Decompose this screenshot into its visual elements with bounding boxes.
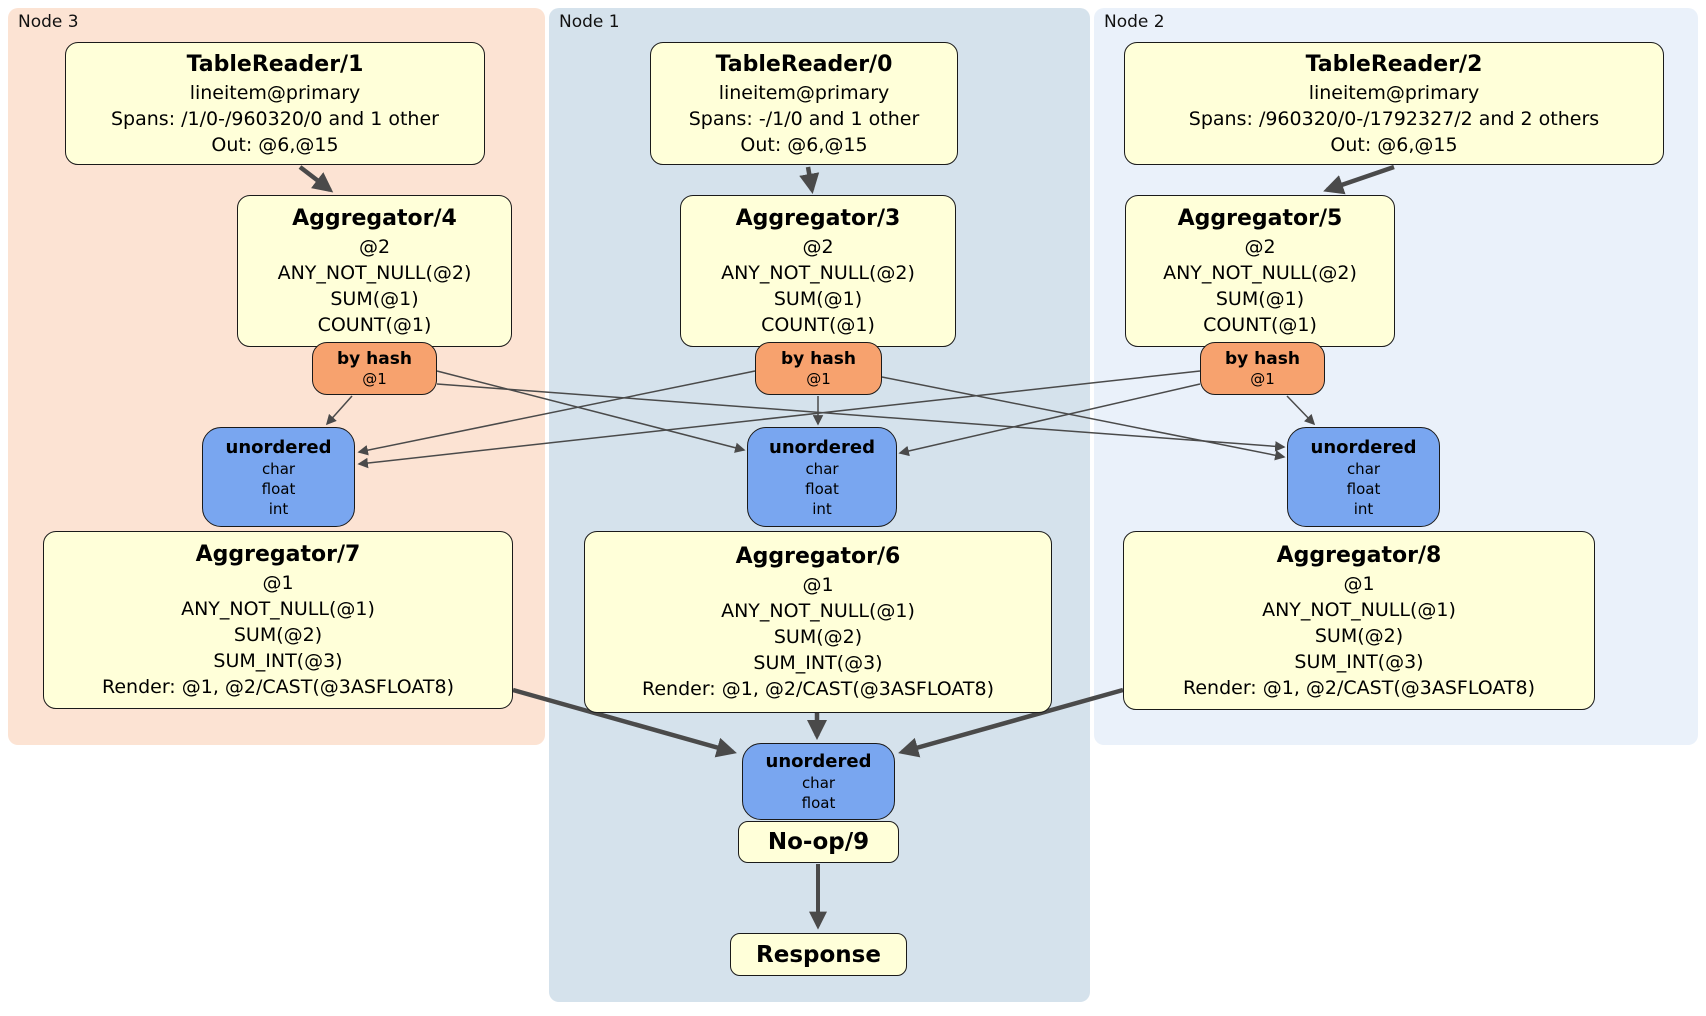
- aggregator-8-box: Aggregator/8 @1 ANY_NOT_NULL(@1) SUM(@2)…: [1123, 531, 1595, 710]
- aggregator-7-line: ANY_NOT_NULL(@1): [181, 598, 375, 620]
- tablereader-2-box: TableReader/2 lineitem@primary Spans: /9…: [1124, 42, 1664, 165]
- aggregator-3-line: @2: [802, 236, 834, 258]
- hash-router-node3-title: by hash: [337, 349, 412, 369]
- unordered-sync-node2: unordered char float int: [1287, 427, 1440, 527]
- aggregator-5-line: ANY_NOT_NULL(@2): [1163, 262, 1357, 284]
- hash-router-node2-title: by hash: [1225, 349, 1300, 369]
- tablereader-1-title: TableReader/1: [186, 51, 364, 77]
- sync-stream-type: char: [1346, 459, 1381, 478]
- sync-stream-type: float: [261, 479, 296, 498]
- tablereader-0-box: TableReader/0 lineitem@primary Spans: -/…: [650, 42, 958, 165]
- aggregator-5-title: Aggregator/5: [1177, 206, 1343, 231]
- unordered-sync-final-title: unordered: [765, 751, 872, 772]
- sync-stream-type: int: [812, 499, 832, 518]
- aggregator-4-line: ANY_NOT_NULL(@2): [277, 262, 472, 284]
- sync-stream-type: int: [1353, 499, 1374, 518]
- node1-label: Node 1: [559, 12, 620, 32]
- aggregator-3-title: Aggregator/3: [735, 206, 901, 231]
- aggregator-3-line: ANY_NOT_NULL(@2): [721, 262, 915, 284]
- aggregator-7-line: SUM(@2): [233, 624, 323, 646]
- aggregator-7-box: Aggregator/7 @1 ANY_NOT_NULL(@1) SUM(@2)…: [43, 531, 513, 709]
- unordered-sync-node1: unordered char float int: [747, 427, 897, 527]
- sync-stream-type: float: [805, 479, 839, 498]
- tablereader-2-index: lineitem@primary: [1308, 81, 1480, 104]
- aggregator-8-line: SUM(@2): [1314, 624, 1404, 647]
- hash-router-node3: by hash @1: [312, 342, 437, 395]
- aggregator-6-title: Aggregator/6: [735, 544, 901, 569]
- unordered-sync-node3-title: unordered: [225, 436, 332, 458]
- tablereader-0-title: TableReader/0: [715, 51, 893, 77]
- unordered-sync-node3: unordered char float int: [202, 427, 355, 527]
- aggregator-3-box: Aggregator/3 @2 ANY_NOT_NULL(@2) SUM(@1)…: [680, 195, 956, 347]
- tablereader-1-box: TableReader/1 lineitem@primary Spans: /1…: [65, 42, 485, 165]
- aggregator-5-line: COUNT(@1): [1203, 314, 1317, 336]
- aggregator-6-line: ANY_NOT_NULL(@1): [721, 600, 915, 622]
- aggregator-6-render-line: Render: @1, @2/CAST(@3ASFLOAT8): [642, 678, 994, 700]
- unordered-sync-node1-title: unordered: [769, 436, 875, 458]
- tablereader-0-spans: Spans: -/1/0 and 1 other: [688, 107, 920, 130]
- sync-stream-type: char: [805, 459, 839, 478]
- aggregator-6-line: SUM(@2): [773, 626, 863, 648]
- tablereader-2-title: TableReader/2: [1305, 51, 1483, 77]
- aggregator-8-line: SUM_INT(@3): [1294, 650, 1424, 673]
- aggregator-6-line: @1: [802, 574, 834, 596]
- aggregator-4-line: COUNT(@1): [317, 314, 432, 336]
- node2-label: Node 2: [1104, 12, 1165, 32]
- sync-stream-type: char: [801, 774, 836, 792]
- noop-box: No-op/9: [738, 821, 899, 863]
- tablereader-0-out: Out: @6,@15: [740, 133, 868, 156]
- response-label: Response: [756, 941, 881, 968]
- unordered-sync-node2-title: unordered: [1310, 436, 1417, 458]
- hash-router-node1-detail: @1: [806, 370, 831, 388]
- aggregator-5-line: @2: [1244, 236, 1276, 258]
- aggregator-8-line: @1: [1343, 572, 1375, 595]
- aggregator-7-line: @1: [262, 572, 294, 594]
- aggregator-3-line: COUNT(@1): [761, 314, 875, 336]
- aggregator-7-line: SUM_INT(@3): [213, 650, 343, 672]
- aggregator-5-line: SUM(@1): [1215, 288, 1305, 310]
- hash-router-node3-detail: @1: [362, 370, 387, 388]
- sync-stream-type: float: [801, 794, 836, 812]
- aggregator-5-box: Aggregator/5 @2 ANY_NOT_NULL(@2) SUM(@1)…: [1125, 195, 1395, 347]
- aggregator-4-line: SUM(@1): [330, 288, 419, 310]
- tablereader-2-out: Out: @6,@15: [1330, 133, 1458, 156]
- aggregator-8-line: ANY_NOT_NULL(@1): [1262, 598, 1456, 621]
- sync-stream-type: float: [1346, 479, 1381, 498]
- aggregator-4-title: Aggregator/4: [292, 206, 457, 231]
- hash-router-node1: by hash @1: [755, 342, 882, 395]
- aggregator-8-render-line: Render: @1, @2/CAST(@3ASFLOAT8): [1183, 676, 1535, 699]
- unordered-sync-final: unordered char float: [742, 743, 895, 820]
- response-box: Response: [730, 933, 907, 976]
- tablereader-0-index: lineitem@primary: [718, 81, 890, 104]
- aggregator-7-title: Aggregator/7: [195, 542, 361, 567]
- aggregator-6-line: SUM_INT(@3): [753, 652, 883, 674]
- hash-router-node2-detail: @1: [1250, 370, 1275, 388]
- aggregator-8-title: Aggregator/8: [1276, 542, 1442, 568]
- aggregator-6-box: Aggregator/6 @1 ANY_NOT_NULL(@1) SUM(@2)…: [584, 531, 1052, 713]
- aggregator-3-line: SUM(@1): [773, 288, 863, 310]
- tablereader-1-spans: Spans: /1/0-/960320/0 and 1 other: [111, 107, 439, 130]
- aggregator-4-box: Aggregator/4 @2 ANY_NOT_NULL(@2) SUM(@1)…: [237, 195, 512, 347]
- aggregator-4-line: @2: [358, 236, 391, 258]
- sync-stream-type: char: [261, 459, 296, 478]
- tablereader-1-index: lineitem@primary: [189, 81, 361, 104]
- sync-stream-type: int: [268, 499, 289, 518]
- tablereader-2-spans: Spans: /960320/0-/1792327/2 and 2 others: [1188, 107, 1600, 130]
- hash-router-node2: by hash @1: [1200, 342, 1325, 395]
- hash-router-node1-title: by hash: [781, 349, 856, 369]
- node3-label: Node 3: [18, 12, 79, 32]
- tablereader-1-out: Out: @6,@15: [211, 133, 339, 156]
- aggregator-7-render-line: Render: @1, @2/CAST(@3ASFLOAT8): [102, 676, 454, 698]
- noop-label: No-op/9: [767, 829, 870, 855]
